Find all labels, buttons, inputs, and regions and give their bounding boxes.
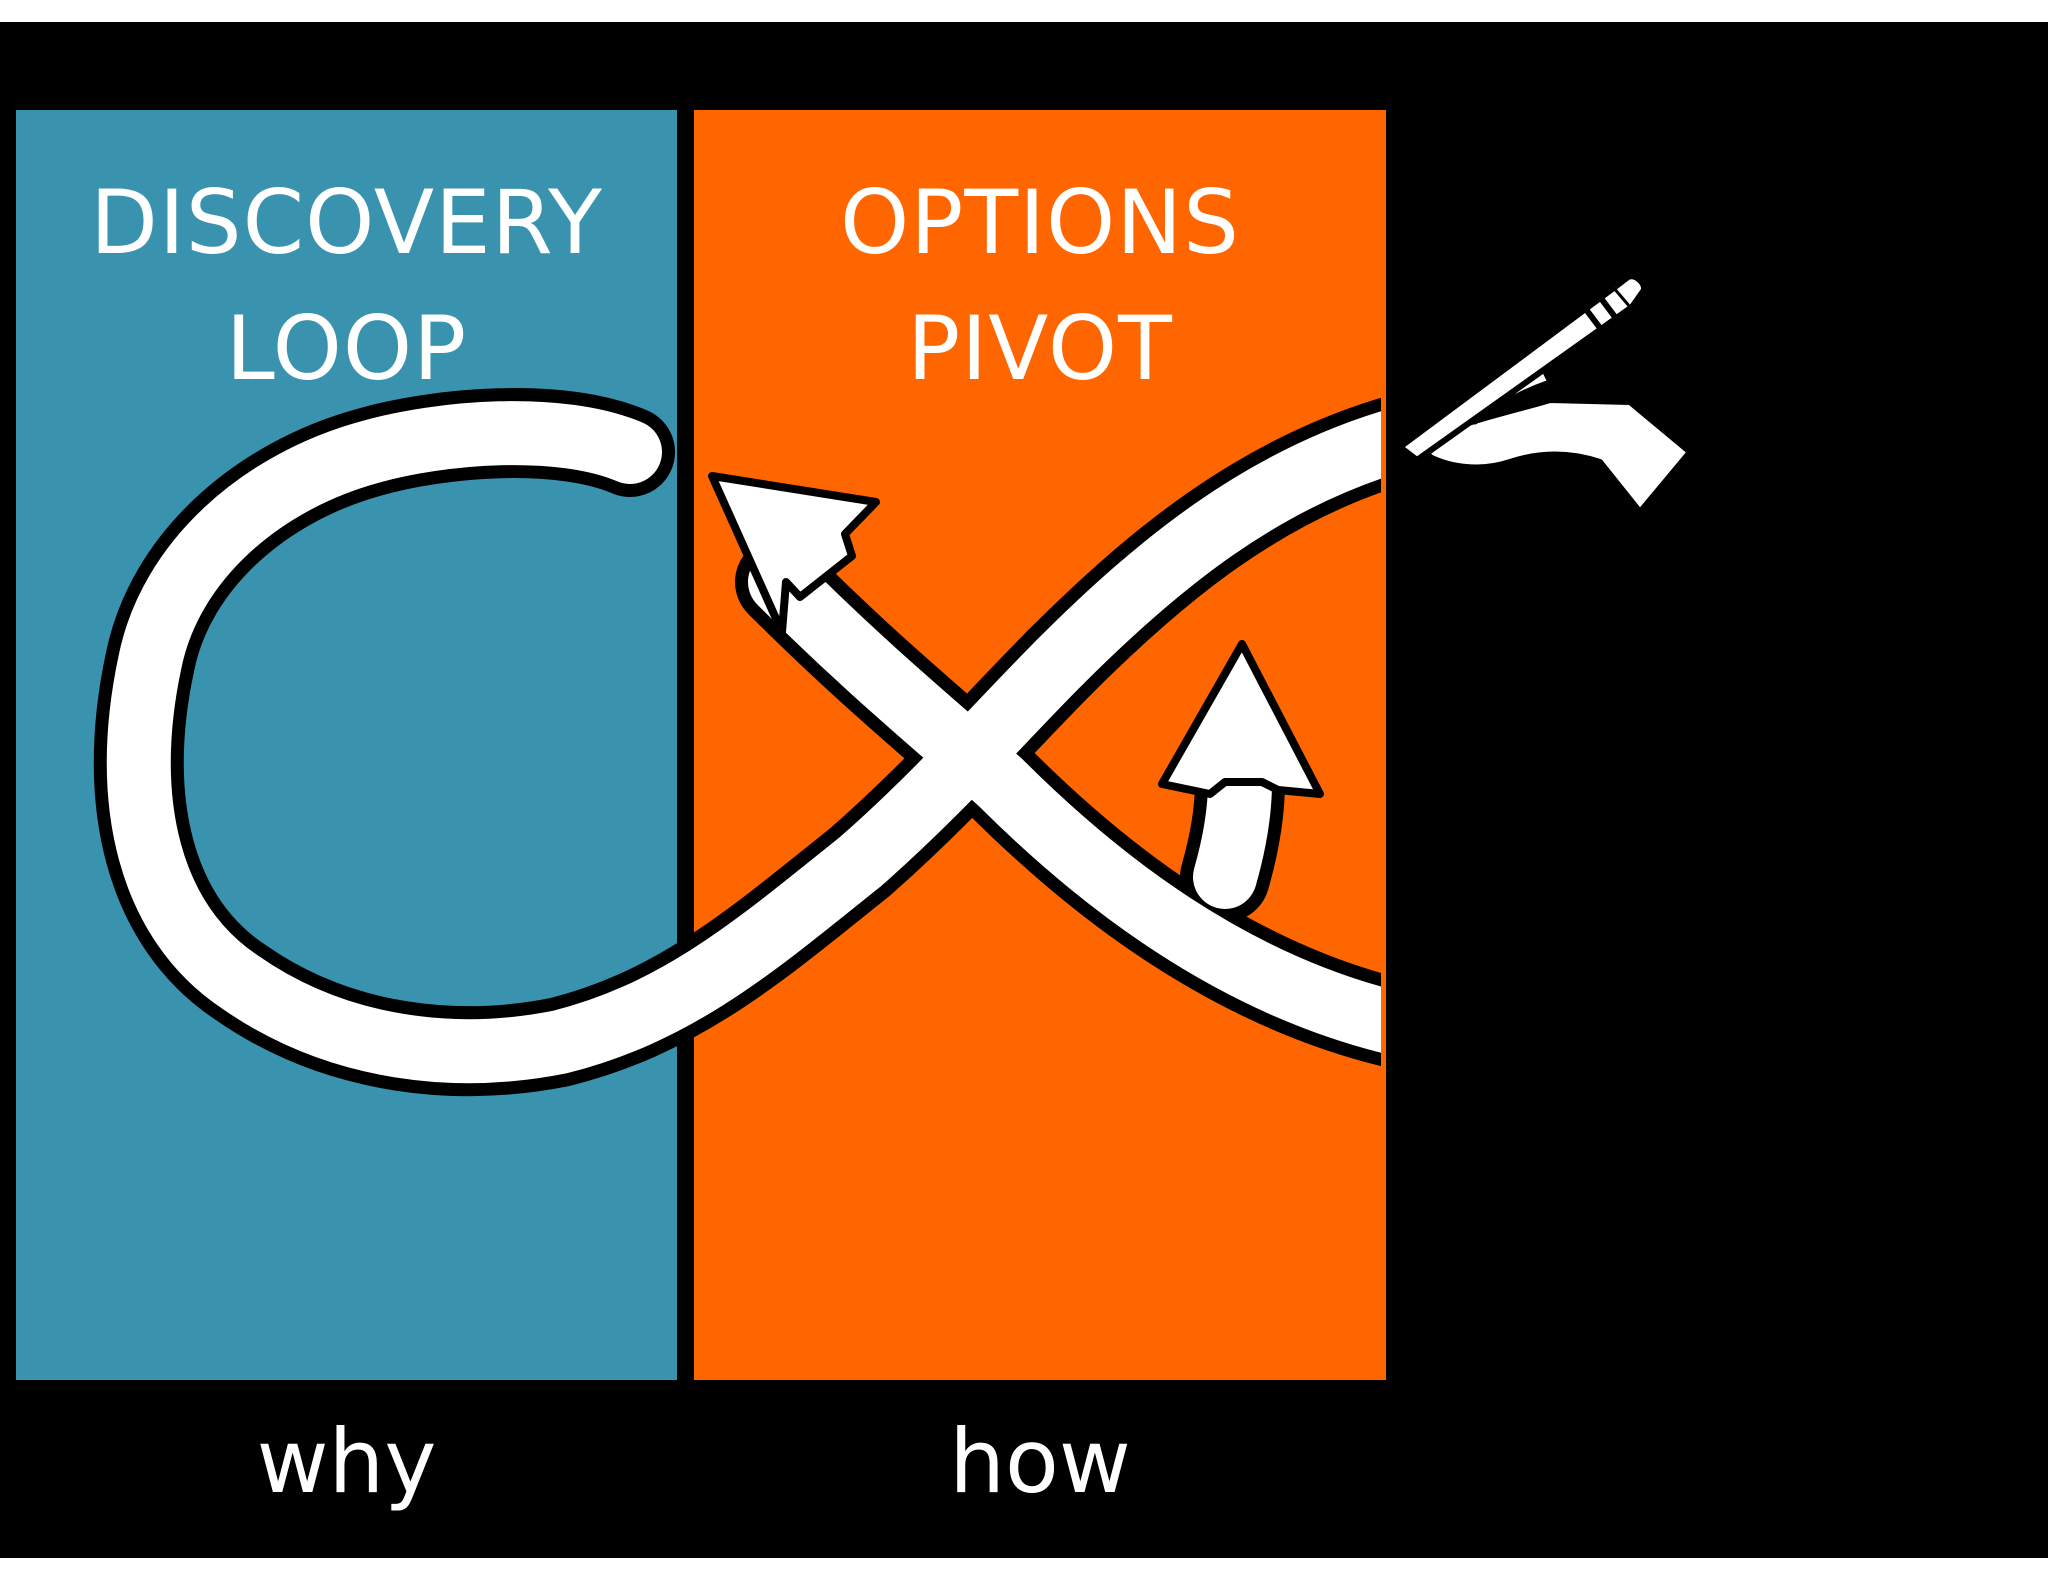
why-caption: why [256,1410,437,1513]
hand-with-pencil-icon [1394,273,1693,515]
pivot-arrow-up-icon [1158,640,1324,798]
how-caption: how [949,1410,1131,1513]
options-pivot-title: OPTIONS PIVOT [694,160,1386,412]
options-title-line-2: PIVOT [907,297,1173,400]
discovery-loop-title: DISCOVERY LOOP [16,160,677,412]
slide: DISCOVERY LOOP OPTIONS PIVOT [0,22,2048,1558]
discovery-title-line-1: DISCOVERY [90,171,603,274]
pivot-arrow-up-left-icon [708,472,880,636]
loop-arrow-diagram [93,273,1693,1097]
loop-arrow-icon [93,388,1381,1097]
discovery-title-line-2: LOOP [225,297,468,400]
options-title-line-1: OPTIONS [840,171,1240,274]
